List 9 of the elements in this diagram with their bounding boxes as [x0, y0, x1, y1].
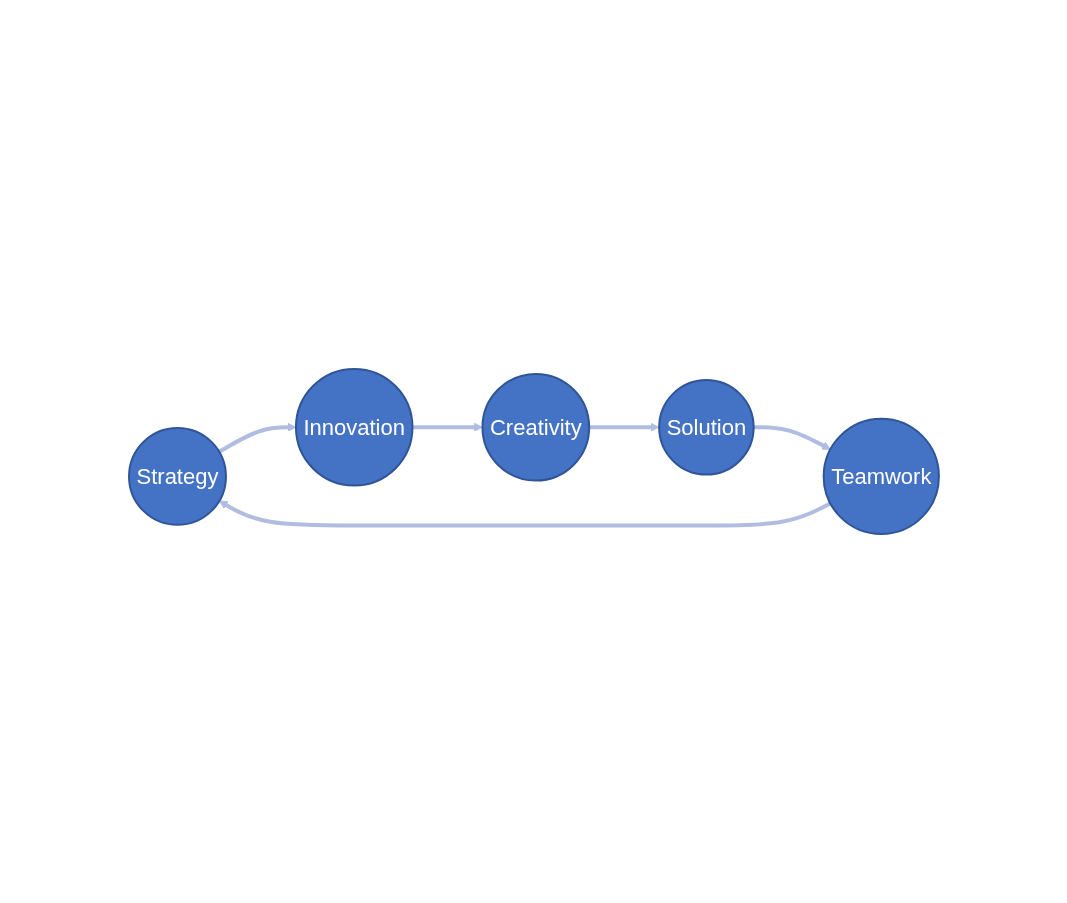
node-circle: Solution	[657, 379, 755, 476]
arrow	[217, 422, 296, 454]
arrow	[218, 500, 831, 528]
arrow	[412, 422, 483, 432]
arrow	[753, 425, 831, 450]
node-circle: Teamwork	[822, 417, 940, 535]
node-circle: Strategy	[127, 426, 227, 526]
node-circle: Innovation	[294, 368, 413, 487]
node-circle: Creativity	[481, 372, 590, 482]
